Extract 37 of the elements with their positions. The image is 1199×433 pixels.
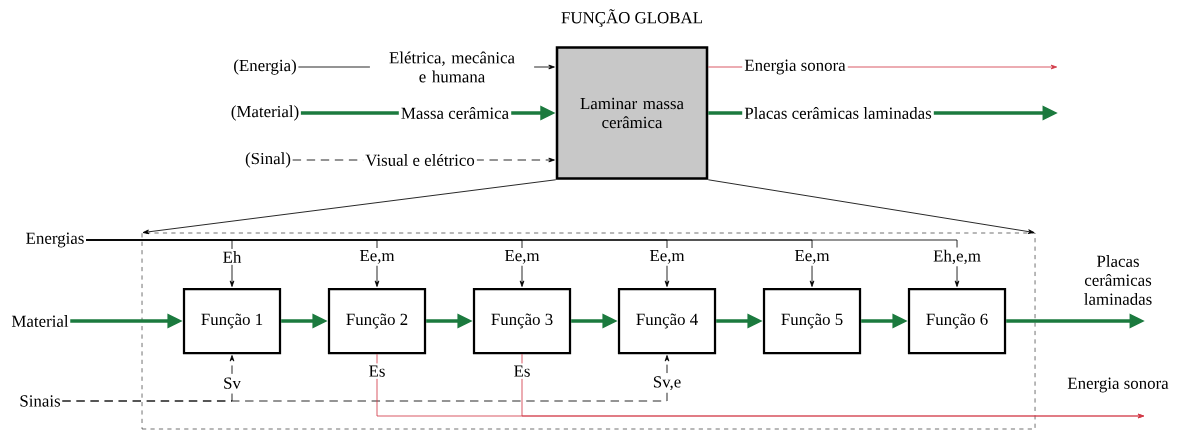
- edge-label: Ee,m: [792, 247, 832, 266]
- edge-label: Elétrica, mecânica e humana: [369, 49, 535, 85]
- function-box: Função 1: [182, 287, 282, 355]
- edge-label: Eh: [220, 248, 244, 265]
- edge-label: Ee,m: [357, 247, 397, 266]
- edge-label: Sv: [221, 375, 243, 391]
- text-label: (Material): [231, 105, 299, 121]
- function-box: Função 2: [327, 287, 427, 355]
- edge-label: Ee,m: [647, 247, 687, 266]
- edge-label: Es: [511, 363, 533, 379]
- function-box: Função 6: [907, 287, 1007, 355]
- text-label: Energias: [26, 232, 84, 248]
- text-label: Material: [11, 315, 69, 327]
- edge-label: Placas cerâmicas laminadas: [1068, 253, 1168, 308]
- edge-label: Placas cerâmicas laminadas: [742, 104, 934, 122]
- edge-label: Es: [366, 363, 388, 379]
- function-box: Função 3: [472, 287, 572, 355]
- arrow: [61, 355, 670, 402]
- edge-label: Ee,m: [502, 247, 542, 266]
- title: FUNÇÃO GLOBAL: [561, 9, 702, 27]
- function-box: Função 4: [617, 287, 717, 355]
- edge-label: Massa cerâmica: [398, 104, 512, 122]
- dashed-frame: [141, 232, 1036, 430]
- text-label: (Energia): [234, 59, 296, 75]
- arrow: [707, 179, 1035, 234]
- process-box: Laminar massa cerâmica: [555, 46, 709, 180]
- text-label: Energia sonora: [1067, 377, 1169, 393]
- edge-label: Visual e elétrico: [363, 151, 477, 169]
- edge-label: Eh,e,m: [931, 247, 983, 267]
- arrow: [85, 239, 960, 287]
- text-label: Sinais: [20, 395, 60, 407]
- edge-label: Energia sonora: [742, 57, 848, 77]
- arrow: [521, 353, 1145, 419]
- text-label: (Sinal): [245, 152, 291, 168]
- function-box: Função 5: [762, 287, 862, 355]
- edge-label: Sv,e: [650, 374, 684, 393]
- arrow: [142, 179, 557, 235]
